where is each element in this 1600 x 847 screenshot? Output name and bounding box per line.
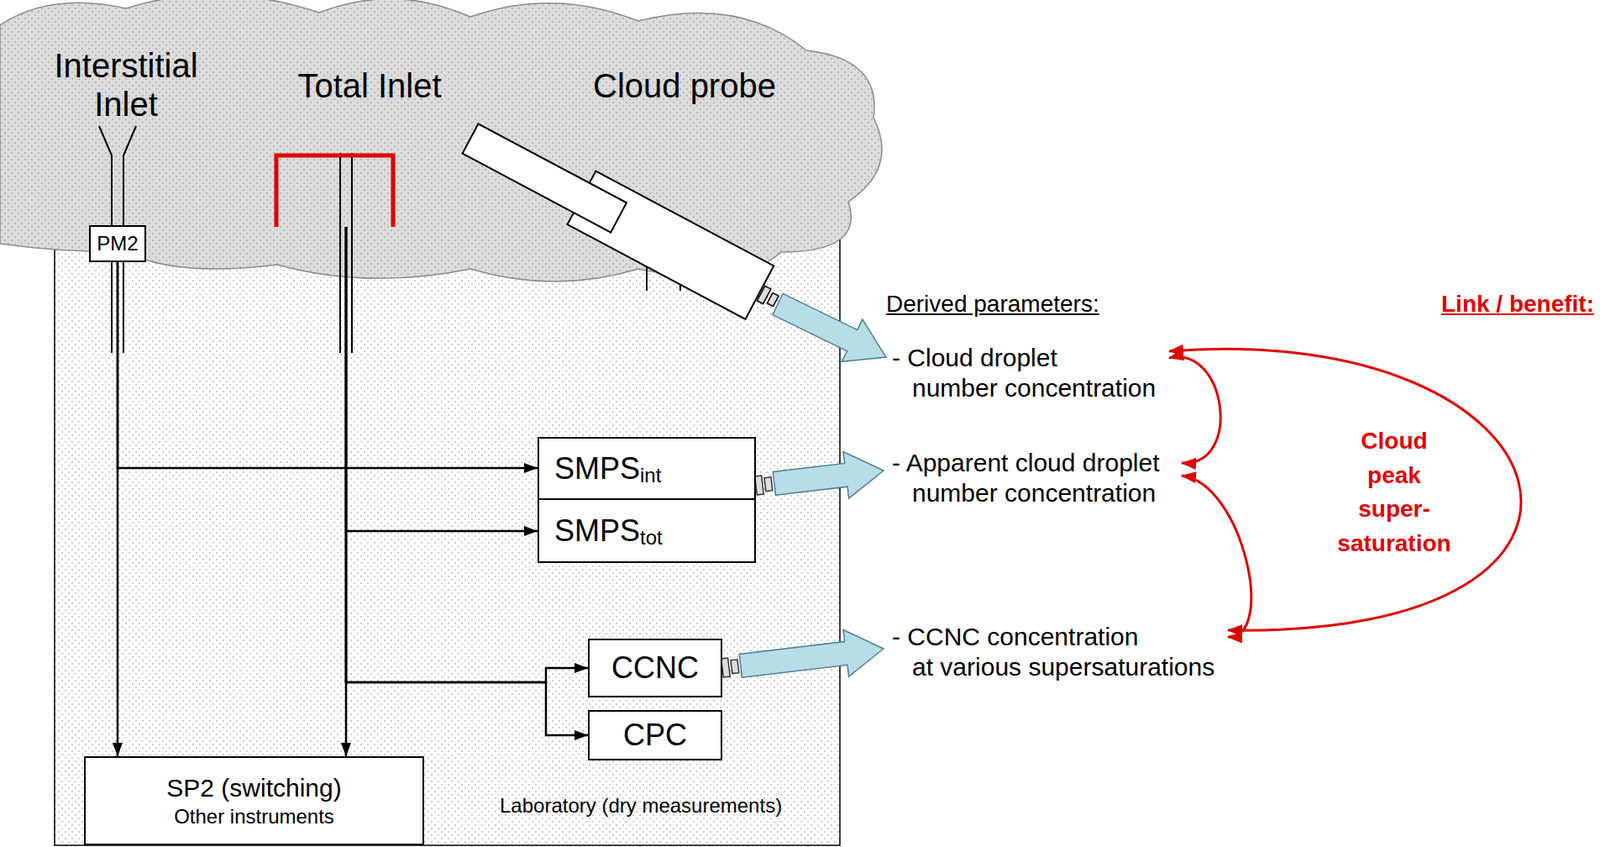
instrument-box: CCNC [587,638,723,698]
instrument-name: SMPS [554,451,640,486]
instrument-box: SP2 (switching)Other instruments [83,755,425,845]
total-inlet: Total Inlet [268,65,471,227]
area-label: Laboratory (dry measurements) [499,793,782,818]
instrument-name: SP2 (switching) [166,771,341,804]
derived-parameter: - CCNC concentration at various supersat… [883,621,1228,682]
line-spacer [1085,342,1170,373]
derived-parameter: - Apparent cloud droplet number concentr… [883,447,1182,509]
sample-line [117,262,538,468]
instrument-box: CPC [587,709,723,761]
inlet-label: Interstitial Inlet [41,46,210,124]
probe-label: Cloud probe [592,65,777,106]
instrument-name: CCNC [611,650,699,685]
instrument-box: SMPSint [537,436,756,500]
instrument-note: Other instruments [173,803,335,829]
parameter-text: - CCNC concentration at various supersat… [891,621,1228,682]
probe-data-arrow [772,293,887,362]
sample-line [346,226,538,531]
line-spacer [1160,621,1228,652]
instrument-name: PM2 [96,231,138,255]
inlet-shape [273,152,396,227]
laboratory-area: Laboratory (dry measurements)SMPSintSMPS… [54,239,840,846]
link-arrow [1169,348,1522,630]
link-arrow [1181,475,1252,637]
cloud [0,0,882,282]
cloud-probe [456,111,791,328]
instrument-name: SMPS [554,513,640,548]
column-heading: Link / benefit: [1441,289,1595,319]
instrument-subscript: int [640,463,661,487]
link-arrow [1169,356,1221,463]
instrument-name: CPC [623,717,688,752]
link-label: Cloud peak super- saturation [1335,424,1454,561]
instrument-box: SMPStot [537,498,756,563]
sample-line [117,262,119,756]
filter-box: PM2 [89,225,147,263]
column-heading: Derived parameters: [886,289,1100,319]
inlet-label: Total Inlet [268,65,471,106]
derived-parameter: - Cloud droplet number concentration [883,342,1170,404]
data-arrow [721,629,884,678]
parameter-text: - Apparent cloud droplet number concentr… [891,447,1182,509]
instrument-subscript: tot [640,525,663,549]
parameter-text: - Cloud droplet number concentration [891,342,1170,404]
data-arrow [755,451,884,499]
laboratory-box [54,239,840,845]
sample-line [346,226,347,756]
